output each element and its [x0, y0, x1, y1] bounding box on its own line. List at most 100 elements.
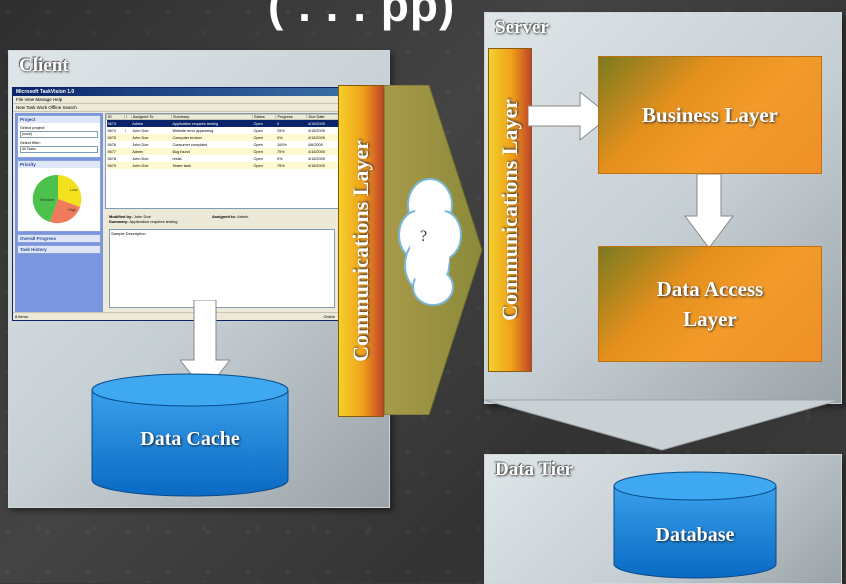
- table-cell: Open: [253, 156, 263, 161]
- table-cell: 4/15/2005: [307, 149, 325, 154]
- priority-pie-chart: Low Medium High: [32, 174, 82, 224]
- table-cell: 5679: [107, 163, 116, 168]
- task-history-header: Task History: [18, 246, 100, 253]
- client-label: Client: [19, 55, 69, 76]
- data-access-layer-box: Data Access Layer: [598, 246, 822, 362]
- app-sidebar: Project Select project: (none) Select fi…: [15, 113, 103, 312]
- table-cell: 0%: [276, 156, 283, 161]
- task-history-group: Task History: [17, 245, 101, 254]
- table-cell: [124, 141, 131, 148]
- table-cell: 4/15/2005: [307, 135, 325, 140]
- table-cell: Admin: [132, 121, 143, 126]
- grid-column-header: Assigned To: [130, 114, 172, 120]
- arrow-right-to-business: [528, 92, 611, 142]
- app-title: Microsoft TaskVision 1.0: [13, 88, 343, 96]
- table-cell: [124, 155, 131, 162]
- table-cell: 5673: [107, 121, 116, 126]
- table-cell: 5678: [107, 156, 116, 161]
- priority-header: Priority: [18, 161, 100, 168]
- grid-column-header: Progress: [275, 114, 308, 120]
- table-cell: Open: [253, 128, 263, 133]
- summary-label: Summary:: [109, 219, 129, 224]
- table-cell: resist: [172, 156, 182, 161]
- table-cell: 5675: [107, 135, 116, 140]
- client-communications-layer: Communications Layer: [338, 85, 384, 417]
- server-to-data-tier-connector: [484, 399, 841, 451]
- server-label: Server: [495, 17, 549, 38]
- table-cell: [124, 134, 131, 141]
- table-cell: John Doe: [132, 135, 149, 140]
- table-cell: 5674: [107, 128, 116, 133]
- pie-slice-medium: [32, 174, 58, 222]
- grid-column-header: Status: [252, 114, 277, 120]
- description-box: Sample Description: [109, 229, 335, 308]
- table-cell: Admin: [132, 149, 143, 154]
- cloud-shape: [398, 178, 462, 306]
- table-cell: 5676: [107, 142, 116, 147]
- business-layer-box: Business Layer: [598, 56, 822, 174]
- taskvision-window: Microsoft TaskVision 1.0 File View Manag…: [12, 87, 344, 321]
- table-cell: 25%: [276, 128, 285, 133]
- app-menu: File View Manage Help: [13, 96, 343, 104]
- pie-slice-low: [58, 175, 82, 207]
- table-cell: 4/15/2005: [307, 128, 325, 133]
- pie-label-high: High: [68, 207, 76, 212]
- modified-by-value: John Doe: [133, 214, 151, 219]
- table-cell: John Doe: [132, 163, 149, 168]
- table-cell: Website error appearing: [172, 128, 214, 133]
- table-cell: Bug found: [172, 149, 190, 154]
- table-cell: [124, 162, 131, 169]
- modified-by-label: Modified by:: [109, 214, 133, 219]
- table-row: 5675 John Doe Computer broken Open 0% 4/15/20…: [106, 134, 340, 141]
- table-cell: Open: [253, 121, 263, 126]
- data-cache-cylinder: [91, 373, 289, 497]
- table-cell: 4/6/2005: [307, 142, 323, 147]
- select-filter-label: Select filter:: [20, 140, 41, 145]
- assigned-to-value: Admin: [237, 214, 249, 219]
- table-cell: [124, 120, 131, 128]
- table-cell: 0%: [276, 135, 283, 140]
- status-item-count: 8 items: [15, 314, 28, 319]
- task-detail-pane: Modified by: John Doe Assigned to: Admin…: [105, 212, 341, 312]
- table-cell: John Doe: [132, 156, 149, 161]
- summary-value: Application requires testing: [129, 219, 178, 224]
- select-project-dropdown: (none): [20, 131, 98, 138]
- table-cell: 75%: [276, 163, 285, 168]
- select-filter-dropdown: All Tasks: [20, 146, 98, 153]
- arrow-down-to-data-access: [684, 174, 734, 249]
- grid-column-header: ID: [106, 114, 125, 120]
- table-row: 5674! John Doe Website error appearing Open…: [107, 127, 340, 134]
- table-cell: 4/15/2005: [307, 156, 325, 161]
- data-tier-label: Data Tier: [495, 459, 573, 480]
- table-cell: !: [125, 128, 127, 133]
- table-cell: 75%: [276, 149, 285, 154]
- table-cell: Open: [253, 142, 263, 147]
- table-cell: John Doe: [132, 128, 149, 133]
- overall-progress-header: Overall Progress: [18, 235, 100, 242]
- table-cell: 0: [276, 121, 280, 126]
- pie-label-medium: Medium: [40, 197, 55, 202]
- project-group: Project Select project: (none) Select fi…: [17, 115, 101, 158]
- project-header: Project: [18, 116, 100, 123]
- table-cell: Open: [253, 163, 263, 168]
- table-cell: 4/15/2005: [307, 121, 325, 126]
- server-communications-layer: Communications Layer: [488, 48, 532, 372]
- app-status-bar: 8 items Online: [13, 312, 343, 320]
- table-cell: Computer broken: [172, 135, 202, 140]
- select-project-label: Select project:: [20, 125, 46, 130]
- data-cache-label: Data Cache: [140, 428, 240, 450]
- client-communications-label: Communications Layer: [348, 140, 373, 362]
- table-cell: 4/15/2005: [307, 163, 325, 168]
- table-cell: 5677: [107, 149, 116, 154]
- database-label: Database: [655, 524, 735, 546]
- database-cylinder: [613, 471, 777, 579]
- table-cell: Consumer complaint: [172, 142, 208, 147]
- table-cell: Open: [253, 135, 263, 140]
- table-cell: John Doe: [132, 142, 149, 147]
- server-communications-label: Communications Layer: [497, 99, 522, 321]
- table-cell: [124, 148, 131, 155]
- pie-label-low: Low: [70, 187, 77, 192]
